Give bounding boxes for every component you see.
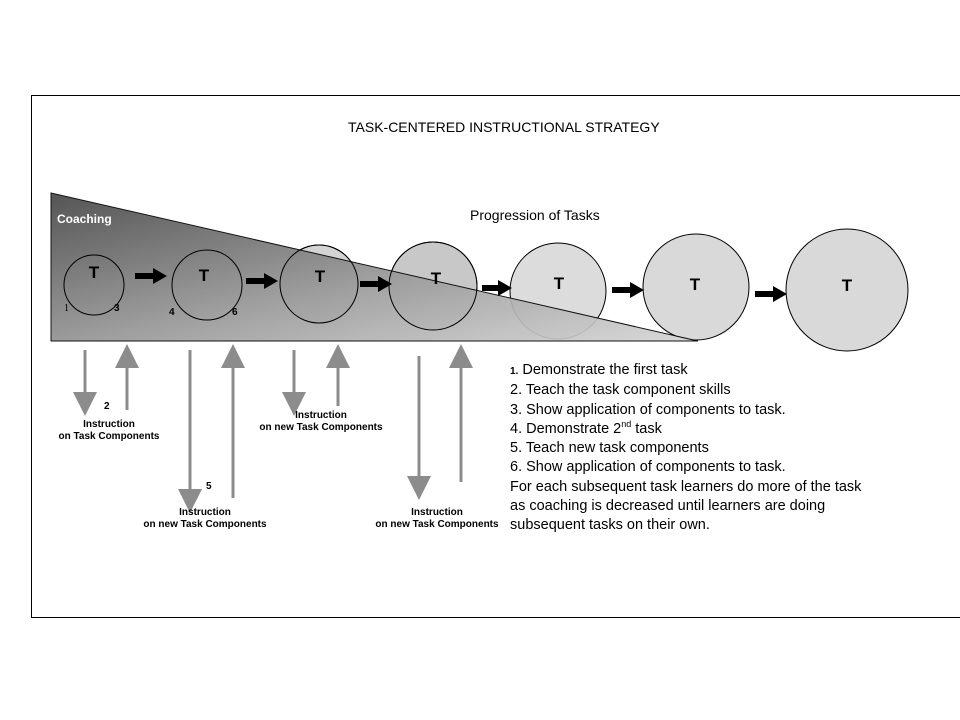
- task-letter-2: T: [198, 266, 210, 285]
- step-number-3: 3: [114, 303, 120, 314]
- diagram-title: TASK-CENTERED INSTRUCTIONAL STRATEGY: [348, 119, 660, 135]
- step-2: 2. Teach the task component skills: [510, 382, 731, 399]
- step-5: 5. Teach new task components: [510, 440, 709, 457]
- diagram-frame: [31, 95, 960, 618]
- task-circle-2: [171, 249, 243, 321]
- task-letter-4: T: [430, 269, 442, 288]
- coaching-label: Coaching: [57, 212, 112, 226]
- instruction-label-new-c: Instruction on new Task Components: [375, 507, 499, 530]
- progression-arrow-6: [755, 286, 787, 302]
- step-4: 4. Demonstrate 2nd task: [510, 419, 662, 437]
- instruction-label-new-b: Instruction on new Task Components: [259, 410, 383, 433]
- task-circle-7: [785, 228, 909, 352]
- step-6: 6. Show application of components to tas…: [510, 459, 786, 476]
- instruction-label-first: Instruction on Task Components: [58, 419, 160, 442]
- step-number-4: 4: [169, 307, 175, 318]
- step-3: 3. Show application of components to tas…: [510, 401, 786, 418]
- step-number-5: 5: [206, 481, 212, 492]
- task-letter-6: T: [689, 275, 701, 294]
- task-letter-1: T: [88, 263, 100, 282]
- task-circle-3: [279, 244, 359, 324]
- step-number-2: 2: [104, 401, 110, 412]
- summary-line-3: subsequent tasks on their own.: [510, 517, 710, 534]
- progression-label: Progression of Tasks: [470, 207, 600, 223]
- instruction-label-new-a: Instruction on new Task Components: [143, 507, 267, 530]
- progression-arrow-4: [482, 280, 512, 296]
- step-number-1: 1: [64, 303, 69, 314]
- summary-line-1: For each subsequent task learners do mor…: [510, 478, 862, 495]
- task-circle-1: [63, 254, 125, 316]
- progression-arrow-1: [135, 268, 167, 284]
- step-number-6: 6: [232, 307, 238, 318]
- task-letter-7: T: [841, 276, 853, 295]
- coaching-wedge: [50, 192, 699, 342]
- task-circle-4: [388, 241, 478, 331]
- progression-arrow-5: [612, 282, 644, 298]
- step-1: 1. Demonstrate the first task: [510, 362, 688, 378]
- task-letter-5: T: [553, 274, 565, 293]
- progression-arrow-2: [246, 273, 278, 289]
- task-circle-6: [642, 233, 750, 341]
- summary-line-2: as coaching is decreased until learners …: [510, 498, 826, 515]
- task-letter-3: T: [314, 267, 326, 286]
- steps-list: 1. Demonstrate the first task 2. Teach t…: [510, 361, 940, 536]
- progression-arrow-3: [360, 276, 392, 292]
